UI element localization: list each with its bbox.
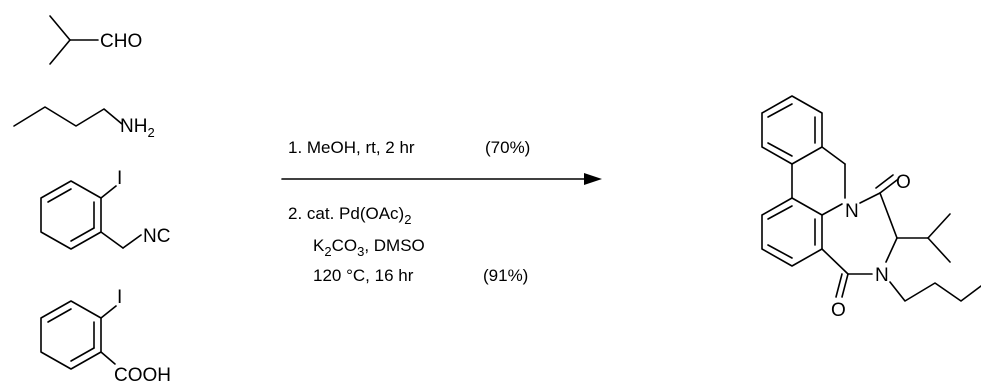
amine-label: NH xyxy=(120,116,147,137)
svg-text:2. cat. Pd(OAc)2: 2. cat. Pd(OAc)2 xyxy=(288,204,411,227)
yield-step1: (70%) xyxy=(485,138,530,157)
yield-step2: (91%) xyxy=(483,266,528,285)
product-atom-n2: N xyxy=(875,265,889,286)
product-atom-o2: O xyxy=(831,300,846,321)
product-structure: N O N O xyxy=(761,95,981,321)
base-subscript-2: 3 xyxy=(357,244,364,259)
condition-step2-temperature: 120 °C, 16 hr xyxy=(313,266,414,285)
acid-iodo-label: I xyxy=(117,287,122,308)
svg-text:NH2: NH2 xyxy=(120,116,155,140)
aldehyde-label: CHO xyxy=(100,31,142,52)
svg-text:K2CO3, DMSO: K2CO3, DMSO xyxy=(313,236,425,259)
base-subscript-1: 2 xyxy=(324,244,331,259)
product-atom-o1: O xyxy=(896,172,911,193)
reagent-iodobenzoic-acid: I COOH xyxy=(40,287,171,381)
condition-step1: 1. MeOH, rt, 2 hr xyxy=(288,138,415,157)
acid-label: COOH xyxy=(114,365,171,381)
product-atom-n1: N xyxy=(845,201,859,222)
base-prefix: K xyxy=(313,236,325,255)
solvent: , DMSO xyxy=(364,236,424,255)
amine-subscript: 2 xyxy=(147,125,154,140)
reagent-butylamine: NH2 xyxy=(13,106,155,140)
condition-step2-catalyst: 2. cat. Pd(OAc) xyxy=(288,204,404,223)
reaction-arrow xyxy=(281,173,602,185)
isocyanide-label: NC xyxy=(143,226,170,247)
catalyst-subscript: 2 xyxy=(404,212,411,227)
base-middle: CO xyxy=(332,236,358,255)
reaction-conditions: 1. MeOH, rt, 2 hr (70%) 2. cat. Pd(OAc)2… xyxy=(288,138,530,285)
reagent-iodobenzyl-isocyanide: I NC xyxy=(40,168,170,250)
reagent-isobutyraldehyde: CHO xyxy=(49,15,142,65)
isocyanide-iodo-label: I xyxy=(117,168,122,189)
